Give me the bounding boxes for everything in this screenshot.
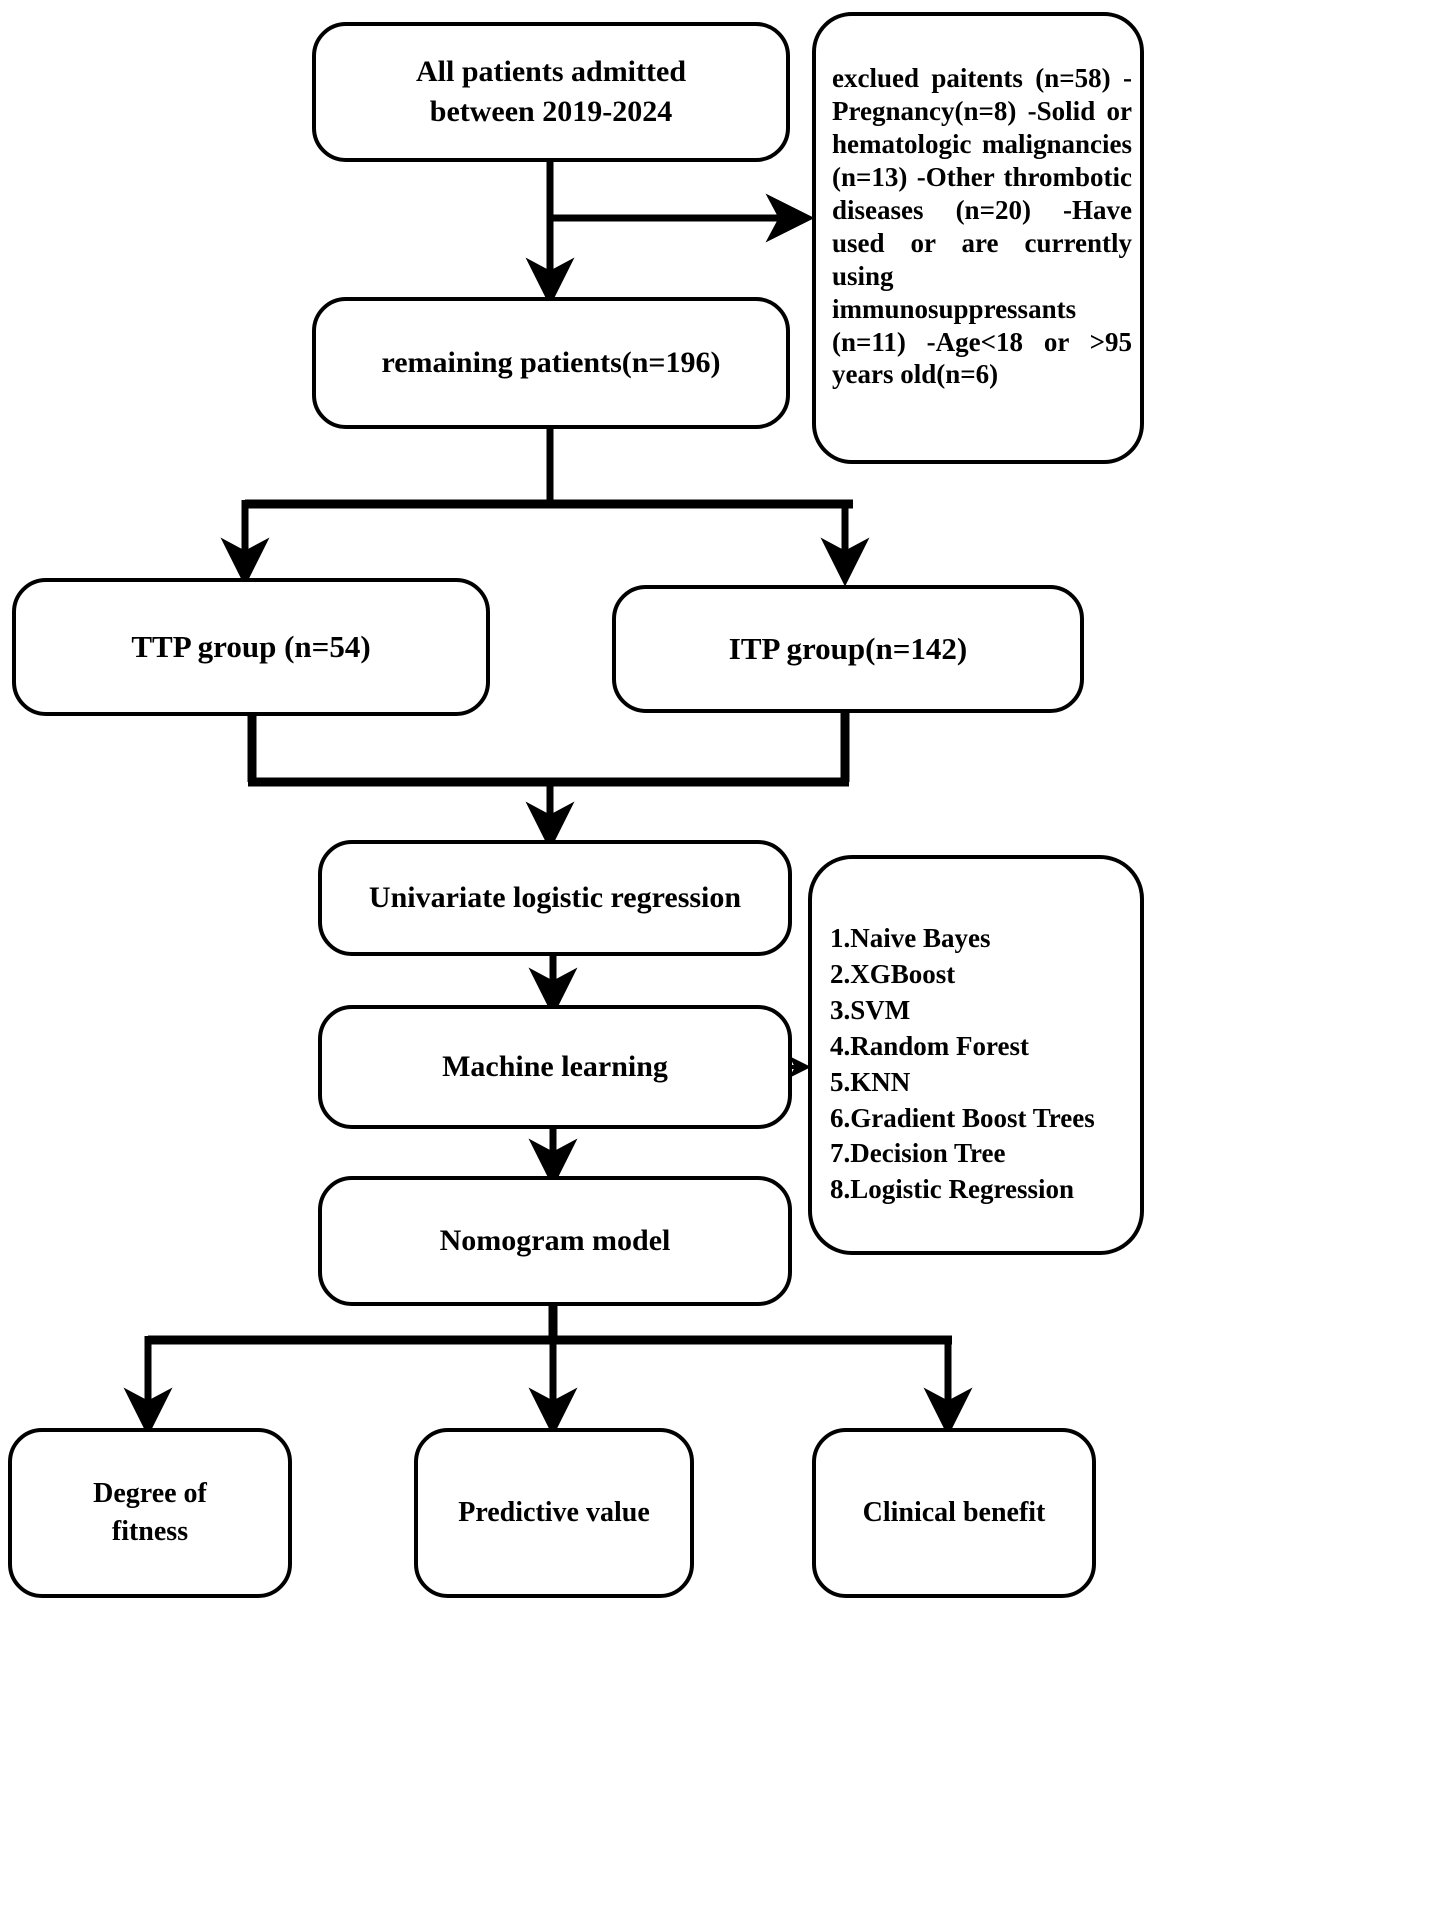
node-degree-of-fitness-label: Degree of fitness (93, 1478, 207, 1547)
node-algorithm-list[interactable]: 1.Naive Bayes 2.XGBoost 3.SVM 4.Random F… (808, 855, 1144, 1255)
node-univariate-logistic-regression[interactable]: Univariate logistic regression (318, 840, 792, 956)
node-nomogram-model-label: Nomogram model (439, 1223, 671, 1257)
node-all-patients-label: All patients admitted between 2019-2024 (416, 54, 686, 129)
node-degree-of-fitness[interactable]: Degree of fitness (8, 1428, 292, 1598)
node-nomogram-model[interactable]: Nomogram model (318, 1176, 792, 1306)
node-remaining-patients[interactable]: remaining patients(n=196) (312, 297, 790, 429)
node-machine-learning-label: Machine learning (442, 1049, 668, 1083)
node-predictive-value-label: Predictive value (458, 1497, 650, 1529)
node-clinical-benefit-label: Clinical benefit (862, 1497, 1046, 1529)
node-itp-group[interactable]: ITP group(n=142) (612, 585, 1084, 713)
node-ttp-group[interactable]: TTP group (n=54) (12, 578, 490, 716)
node-clinical-benefit[interactable]: Clinical benefit (812, 1428, 1096, 1598)
node-itp-group-label: ITP group(n=142) (728, 631, 968, 667)
node-machine-learning[interactable]: Machine learning (318, 1005, 792, 1129)
node-algorithm-list-label: 1.Naive Bayes 2.XGBoost 3.SVM 4.Random F… (830, 923, 1095, 1205)
node-predictive-value[interactable]: Predictive value (414, 1428, 694, 1598)
node-ttp-group-label: TTP group (n=54) (131, 629, 371, 665)
node-remaining-patients-label: remaining patients(n=196) (381, 345, 721, 379)
node-excluded-patients-label: exclued paitents (n=58) -Pregnancy(n=8) … (832, 63, 1132, 390)
node-univariate-logistic-regression-label: Univariate logistic regression (368, 880, 742, 914)
node-excluded-patients[interactable]: exclued paitents (n=58) -Pregnancy(n=8) … (812, 12, 1144, 464)
node-all-patients[interactable]: All patients admitted between 2019-2024 (312, 22, 790, 162)
